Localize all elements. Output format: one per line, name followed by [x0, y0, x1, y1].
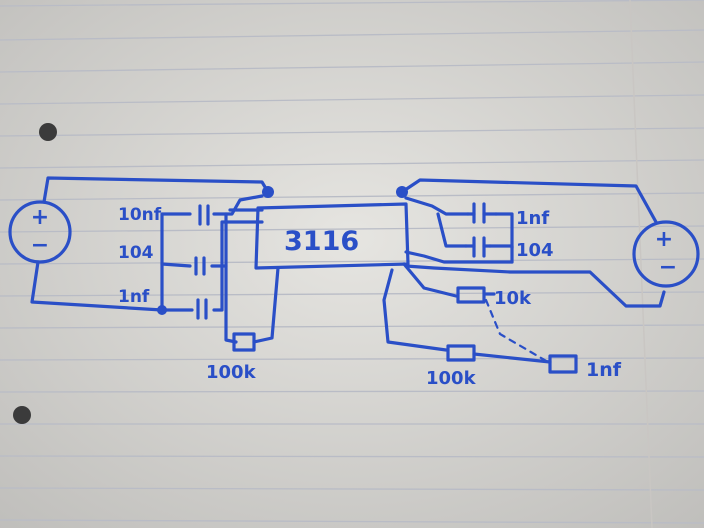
right-battery: + −	[632, 220, 700, 288]
bottom-capacitor	[548, 354, 578, 374]
punch-hole	[39, 123, 57, 141]
right-battery-minus: −	[659, 255, 677, 280]
chip-label: 3116	[284, 226, 359, 257]
left-battery: + −	[8, 200, 72, 264]
cap-label-1nf-bottom: 1nf	[586, 359, 622, 381]
resistor-label-100k-right: 100k	[426, 368, 477, 389]
cap-label-104-right: 104	[516, 240, 554, 261]
left-resistor	[232, 332, 256, 352]
resistor-label-100k: 100k	[206, 362, 257, 383]
junction-dot	[262, 186, 274, 198]
resistor-label-10k: 10k	[494, 288, 532, 309]
cap-label-104: 104	[118, 243, 154, 263]
right-battery-plus: +	[655, 227, 673, 252]
left-capacitor	[198, 204, 210, 226]
junction-dot	[396, 186, 408, 198]
left-capacitor	[196, 298, 208, 320]
cap-label-1nf-right: 1nf	[516, 208, 549, 229]
right-capacitor	[464, 236, 492, 258]
left-battery-plus: +	[31, 205, 49, 230]
right-wires	[382, 178, 666, 364]
right-resistor	[456, 286, 486, 304]
right-capacitor	[466, 202, 498, 224]
cap-label-1nf: 1nf	[118, 287, 150, 307]
left-battery-minus: −	[31, 233, 49, 258]
left-capacitor	[194, 256, 206, 276]
right-resistor	[446, 344, 476, 362]
junction-dot	[157, 305, 167, 315]
chip-3116: 3116	[254, 202, 410, 270]
punch-hole	[13, 406, 31, 424]
cap-label-10nf: 10nf	[118, 205, 162, 225]
